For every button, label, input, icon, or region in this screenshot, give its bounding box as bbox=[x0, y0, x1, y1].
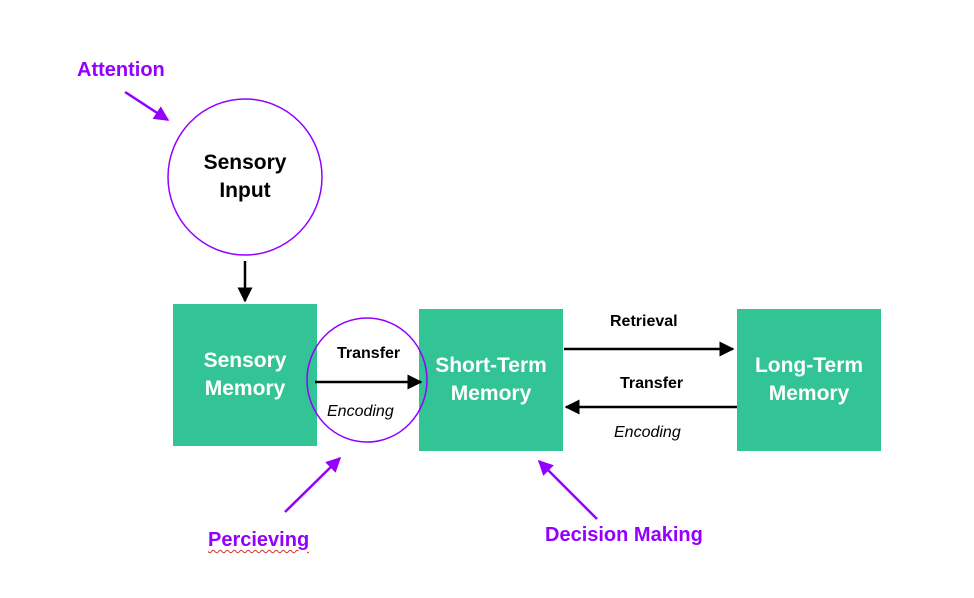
sm-to-stm-transfer-label: Transfer bbox=[337, 345, 401, 362]
sensory-memory-box bbox=[173, 304, 317, 446]
short-term-memory-line1: Short-Term bbox=[435, 354, 547, 377]
attention-arrow bbox=[124, 90, 170, 122]
decision-making-arrow bbox=[537, 459, 598, 520]
long-term-memory-line1: Long-Term bbox=[754, 354, 864, 377]
long-term-memory-box bbox=[737, 309, 881, 451]
short-term-memory-line2: Memory bbox=[450, 382, 532, 405]
sensory-memory-line2: Memory bbox=[204, 377, 286, 400]
sensory-input-circle bbox=[167, 98, 323, 256]
sm-to-stm-encoding-label: Encoding bbox=[327, 403, 394, 420]
short-term-memory-box bbox=[419, 309, 563, 451]
percieving-arrow bbox=[284, 456, 342, 513]
long-term-memory-label: Long-Term Memory bbox=[737, 309, 881, 451]
ltm-to-stm-encoding-label: Encoding bbox=[614, 424, 681, 441]
attention-label: Attention bbox=[77, 59, 165, 81]
perceiving-circle bbox=[306, 317, 428, 443]
retrieval-label: Retrieval bbox=[610, 313, 678, 330]
percieving-label: Percieving bbox=[208, 529, 310, 551]
short-term-memory-label: Short-Term Memory bbox=[419, 309, 563, 451]
sensory-input-line1: Sensory bbox=[203, 151, 287, 174]
sensory-memory-line1: Sensory bbox=[203, 349, 287, 372]
decision-making-label: Decision Making bbox=[545, 524, 703, 546]
long-term-memory-line2: Memory bbox=[768, 382, 850, 405]
sensory-input-line2: Input bbox=[219, 179, 271, 202]
sensory-memory-label: Sensory Memory bbox=[173, 304, 317, 446]
sensory-input-label: Sensory Input bbox=[175, 149, 315, 205]
ltm-to-stm-transfer-label: Transfer bbox=[620, 375, 684, 392]
